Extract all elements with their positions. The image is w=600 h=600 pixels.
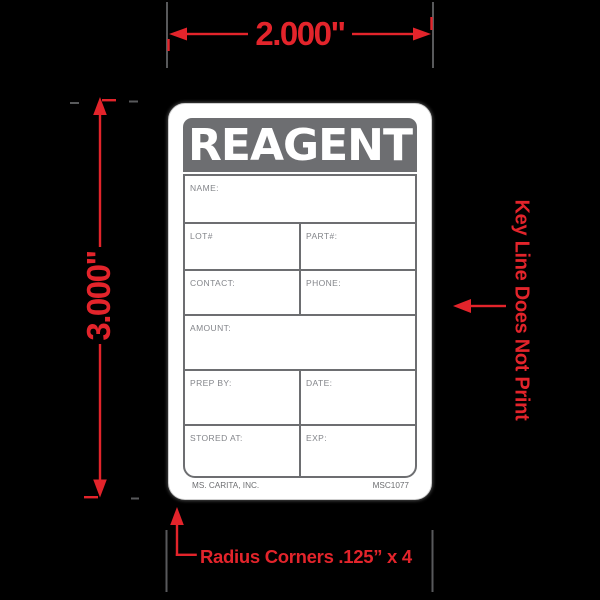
keyline-arrow-icon bbox=[453, 299, 471, 313]
height-edge-tick-topleft bbox=[70, 102, 79, 104]
field-contact: CONTACT: bbox=[190, 277, 236, 288]
field-exp: EXP: bbox=[299, 426, 415, 476]
height-dim-line-bottom bbox=[98, 344, 102, 482]
label-footer: MS. CARITA, INC. MSC1077 bbox=[192, 481, 409, 490]
height-arrow-bottom-icon bbox=[93, 479, 107, 498]
field-amount: AMOUNT: bbox=[190, 322, 232, 333]
footer-part-number: MSC1077 bbox=[372, 481, 409, 490]
field-name: NAME: bbox=[190, 182, 219, 193]
width-dim-line-right bbox=[352, 32, 415, 36]
width-redmark-right bbox=[430, 17, 433, 30]
width-arrow-right-icon bbox=[413, 27, 431, 41]
field-part: PART#: bbox=[299, 224, 415, 269]
label-title: REAGENT bbox=[188, 119, 413, 171]
field-prep-by: PREP BY: bbox=[190, 377, 232, 388]
field-stored-at: STORED AT: bbox=[190, 432, 243, 443]
label-field-table: NAME: LOT# PART#: CONTACT: PHONE: AMOUNT… bbox=[183, 174, 417, 478]
table-row: STORED AT: EXP: bbox=[185, 424, 415, 476]
table-row: PREP BY: DATE: bbox=[185, 369, 415, 424]
height-edge-tick-topright bbox=[129, 100, 138, 103]
bottom-edge-tick-right bbox=[431, 530, 434, 592]
table-row: LOT# PART#: bbox=[185, 222, 415, 269]
height-redmark-bottom bbox=[84, 496, 98, 499]
width-dimension-text: 2.000" bbox=[255, 15, 346, 52]
height-dim-line-top bbox=[98, 113, 102, 247]
bottom-edge-tick-left bbox=[165, 530, 168, 592]
radius-leader-vline bbox=[175, 523, 179, 556]
width-dim-line-left bbox=[185, 32, 248, 36]
width-arrow-left-icon bbox=[169, 27, 187, 41]
width-edge-tick-right bbox=[432, 2, 434, 68]
width-redmark-left bbox=[167, 39, 170, 51]
height-arrow-top-icon bbox=[93, 97, 107, 115]
table-row: NAME: bbox=[185, 176, 415, 222]
keyline-arrow-line bbox=[469, 304, 506, 308]
radius-arrow-icon bbox=[170, 507, 184, 525]
field-date: DATE: bbox=[299, 371, 415, 424]
radius-leader-hline bbox=[175, 553, 197, 556]
height-edge-tick-bottomright bbox=[131, 497, 139, 500]
field-lot: LOT# bbox=[190, 230, 213, 241]
footer-company: MS. CARITA, INC. bbox=[192, 481, 260, 490]
radius-note-text: Radius Corners .125” x 4 bbox=[200, 546, 412, 567]
field-phone: PHONE: bbox=[299, 271, 415, 314]
keyline-note-text: Key Line Does Not Print bbox=[510, 199, 533, 421]
table-row: CONTACT: PHONE: bbox=[185, 269, 415, 314]
height-redmark-top bbox=[102, 99, 116, 102]
width-edge-tick-left bbox=[166, 2, 168, 68]
height-dimension-text: 3.000" bbox=[80, 251, 117, 341]
label-title-bar: REAGENT bbox=[183, 118, 417, 172]
reagent-label: REAGENT NAME: LOT# PART#: CONTACT: PHONE… bbox=[168, 103, 432, 500]
table-row: AMOUNT: bbox=[185, 314, 415, 369]
